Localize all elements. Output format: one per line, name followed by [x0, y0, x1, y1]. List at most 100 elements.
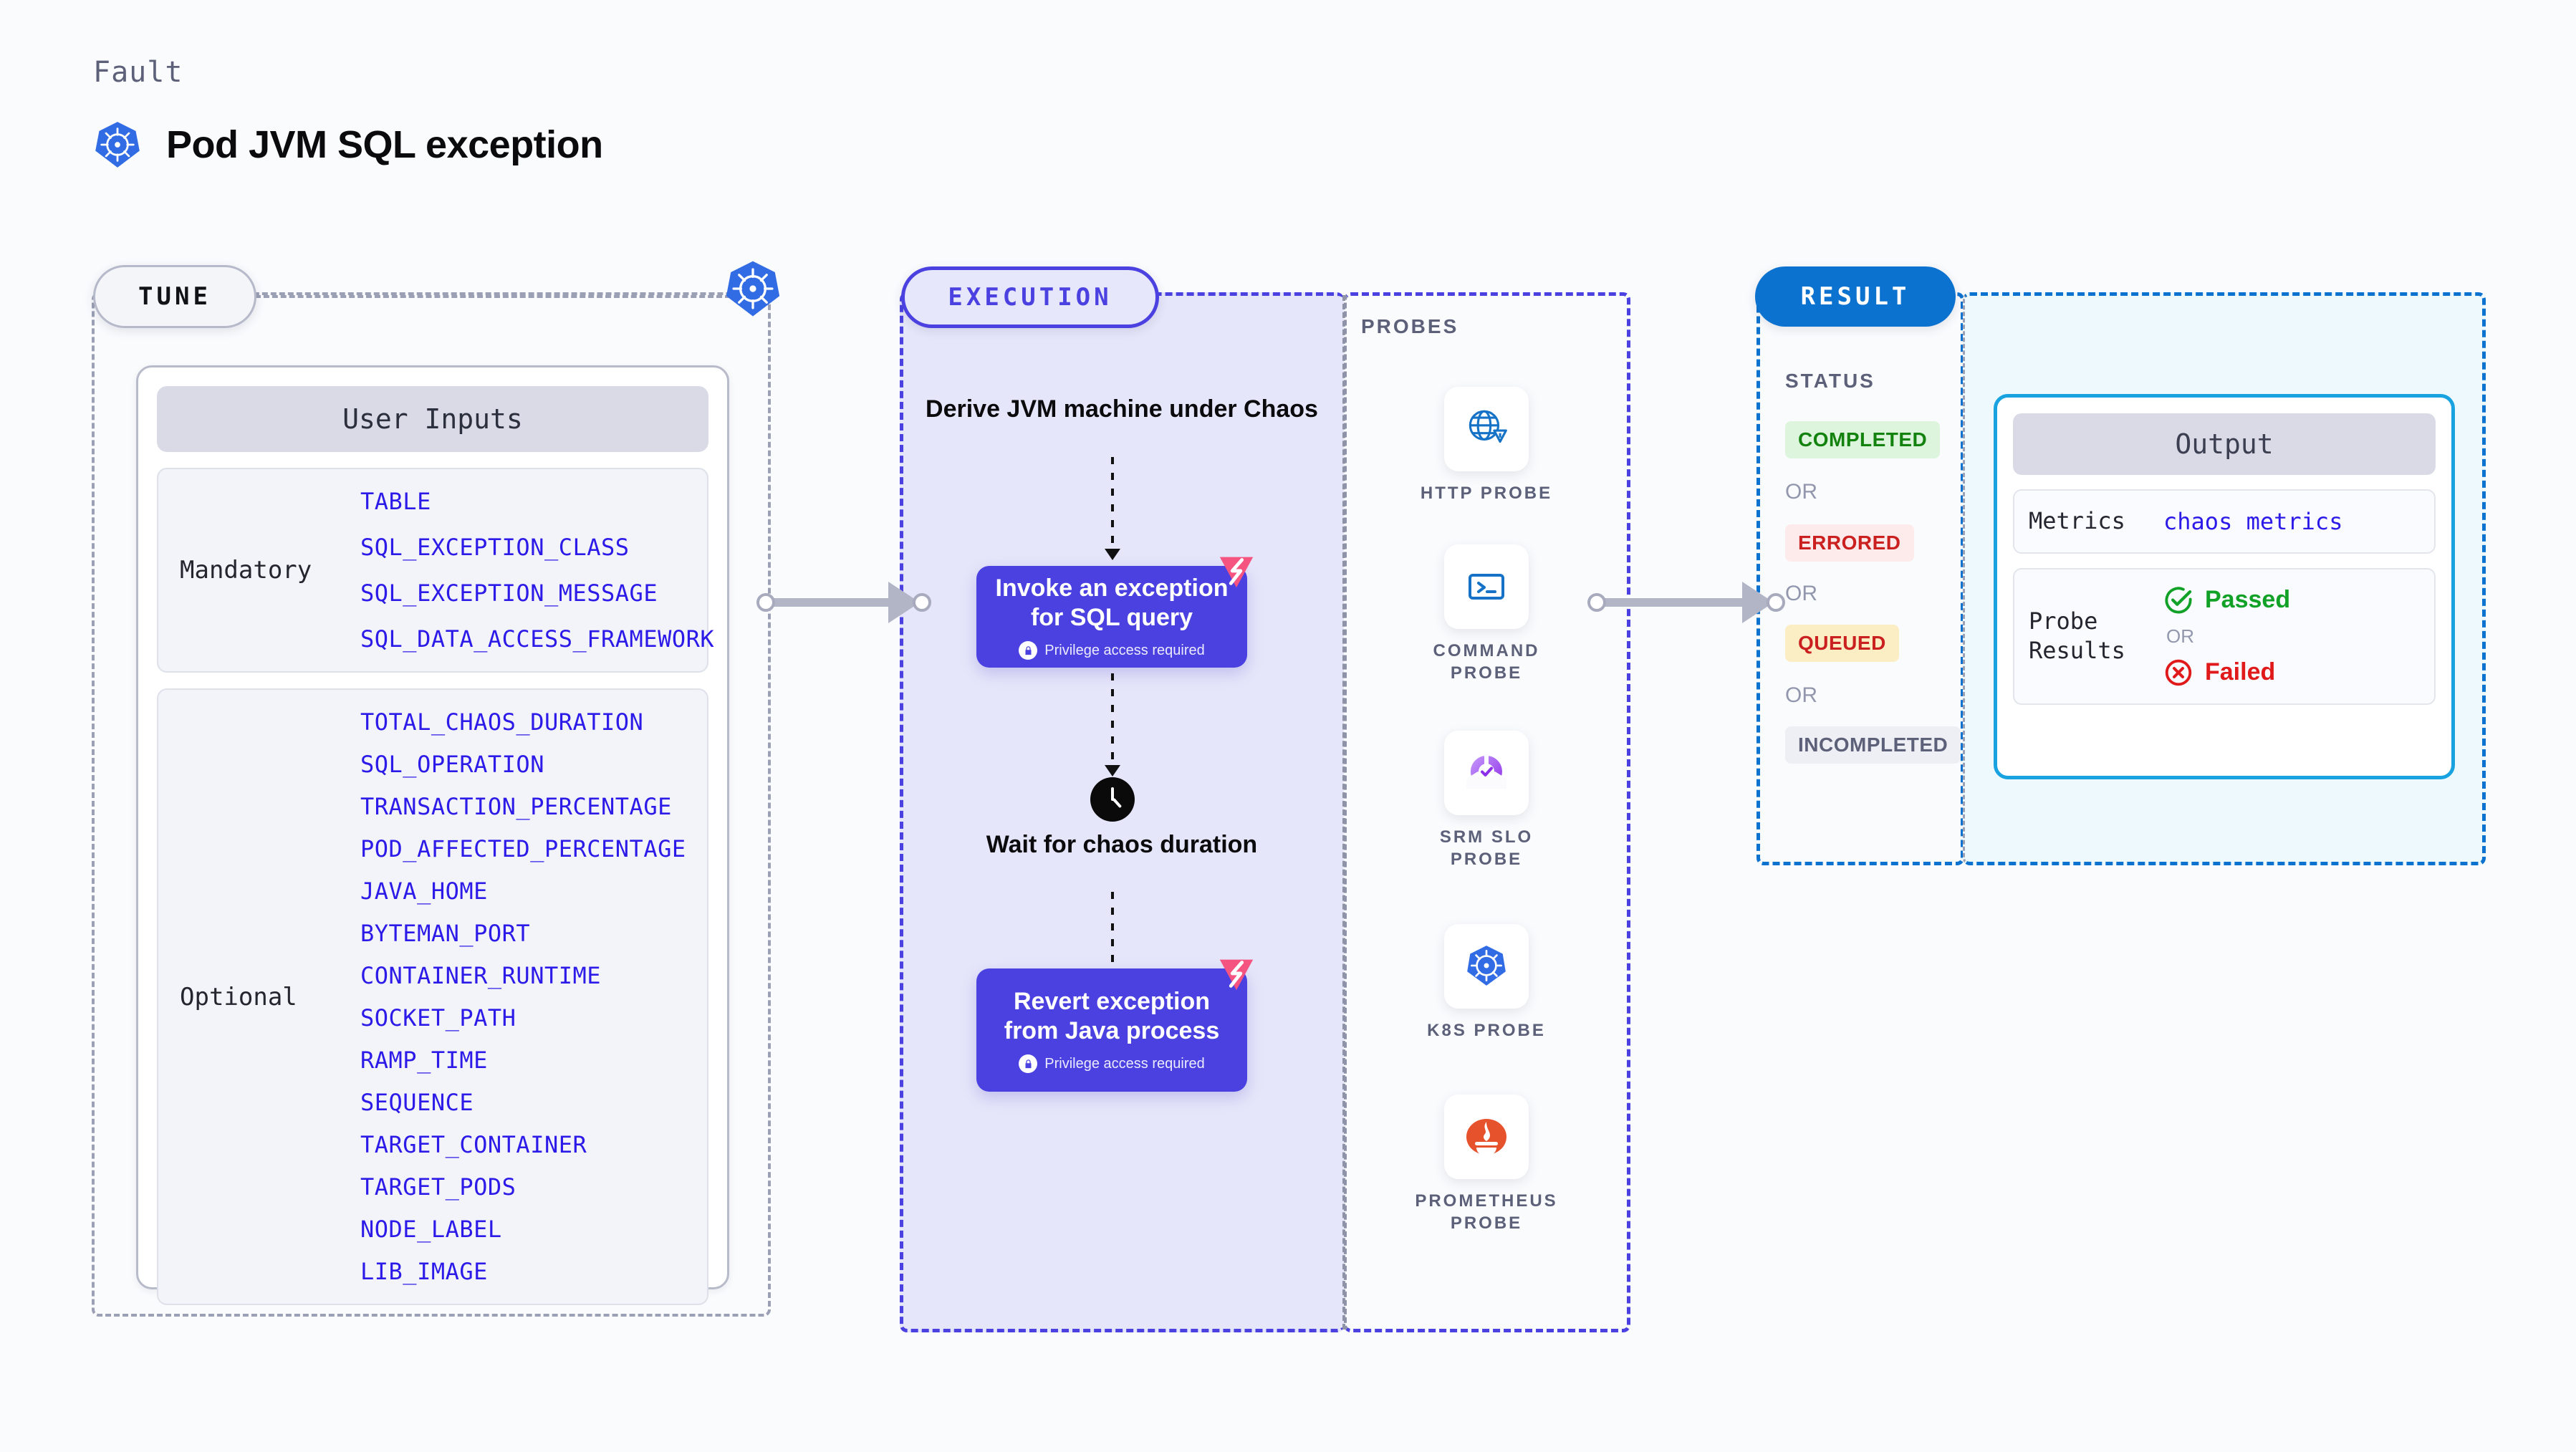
optional-param-group: Optional TOTAL_CHAOS_DURATION SQL_OPERAT…	[157, 688, 708, 1305]
mandatory-param-list: TABLE SQL_EXCEPTION_CLASS SQL_EXCEPTION_…	[360, 488, 714, 653]
connector-dot-right	[1767, 593, 1785, 612]
param-item[interactable]: SQL_EXCEPTION_MESSAGE	[360, 580, 658, 607]
probe-label: PROMETHEUS PROBE	[1415, 1191, 1558, 1233]
fault-title-row: Pod JVM SQL exception	[93, 120, 603, 169]
probe-result-passed: Passed	[2163, 585, 2290, 615]
param-item[interactable]: JAVA_HOME	[360, 878, 488, 905]
execution-step-revert-exception[interactable]: Revert exception from Java process Privi…	[976, 959, 1254, 1092]
privilege-note-text: Privilege access required	[1044, 642, 1205, 658]
probe-results-values: Passed OR Failed	[2163, 585, 2290, 688]
param-item[interactable]: SOCKET_PATH	[360, 1004, 516, 1032]
optional-param-list: TOTAL_CHAOS_DURATION SQL_OPERATION TRANS…	[360, 708, 686, 1285]
mandatory-param-group: Mandatory TABLE SQL_EXCEPTION_CLASS SQL_…	[157, 468, 714, 673]
execution-step-wait-chaos: Wait for chaos duration	[986, 831, 1258, 858]
flow-arrow-down	[1105, 457, 1120, 560]
step-title: Revert exception from Java process	[1004, 987, 1220, 1044]
probe-tile	[1444, 387, 1529, 471]
connector-dot-left	[1587, 593, 1606, 612]
probe-http[interactable]: HTTP PROBE	[1400, 387, 1572, 505]
failed-label: Failed	[2205, 658, 2276, 686]
result-section-badge[interactable]: RESULT	[1755, 266, 1956, 327]
param-item[interactable]: SQL_DATA_ACCESS_FRAMEWORK	[360, 625, 715, 653]
probe-label: COMMAND PROBE	[1433, 641, 1540, 683]
param-item[interactable]: NODE_LABEL	[360, 1216, 502, 1243]
execution-step-invoke-exception[interactable]: Invoke an exception for SQL query Privil…	[976, 557, 1254, 668]
step-title: Invoke an exception for SQL query	[995, 574, 1229, 631]
or-separator: OR	[1785, 683, 1817, 707]
kubernetes-icon	[726, 261, 780, 317]
probe-srm-slo[interactable]: SRM SLO PROBE	[1400, 731, 1572, 870]
param-item[interactable]: SEQUENCE	[360, 1089, 474, 1116]
connector-dot-right	[913, 593, 931, 612]
passed-label: Passed	[2205, 586, 2291, 614]
probe-tile	[1444, 1095, 1529, 1179]
status-badge-queued: QUEUED	[1785, 625, 1899, 662]
globe-warning-icon	[1469, 410, 1507, 443]
status-badge-incompleted: INCOMPLETED	[1785, 726, 1961, 764]
metrics-key-label: Metrics	[2029, 507, 2125, 534]
or-separator: OR	[1785, 480, 1817, 504]
clock-icon	[1090, 777, 1135, 822]
srm-slo-icon	[1466, 754, 1506, 789]
terminal-icon	[1469, 574, 1504, 600]
tune-section-badge[interactable]: TUNE	[93, 265, 256, 328]
output-card: Output Metrics chaos metrics Probe Resul…	[1994, 394, 2455, 779]
or-separator: OR	[2166, 625, 2194, 647]
status-badge-completed: COMPLETED	[1785, 421, 1941, 458]
output-row-probe-results: Probe Results Passed OR Failed	[2013, 567, 2436, 705]
probe-results-key-label: Probe Results	[2029, 607, 2125, 665]
probe-label: K8S PROBE	[1427, 1021, 1546, 1040]
lock-icon	[1019, 641, 1038, 660]
param-item[interactable]: TOTAL_CHAOS_DURATION	[360, 708, 644, 736]
param-item[interactable]: CONTAINER_RUNTIME	[360, 962, 602, 989]
param-item[interactable]: LIB_IMAGE	[360, 1258, 488, 1285]
tune-section-frame	[92, 292, 771, 1317]
lock-icon	[1019, 1054, 1038, 1074]
probes-left-divider	[1342, 295, 1345, 1330]
page-title: Pod JVM SQL exception	[166, 123, 603, 166]
probe-tile	[1444, 544, 1529, 629]
output-card-title: Output	[2013, 413, 2436, 475]
user-inputs-title: User Inputs	[157, 386, 708, 452]
privilege-note: Privilege access required	[1019, 1054, 1205, 1074]
param-item[interactable]: TABLE	[360, 488, 431, 515]
or-separator: OR	[1785, 582, 1817, 605]
tune-top-dashed-line	[255, 295, 731, 298]
kubernetes-icon	[95, 122, 140, 168]
user-inputs-card: User Inputs Mandatory TABLE SQL_EXCEPTIO…	[136, 365, 729, 1305]
param-item[interactable]: TARGET_CONTAINER	[360, 1131, 587, 1158]
connector-dot-left	[756, 593, 775, 612]
harness-logo-icon	[1219, 557, 1254, 588]
mandatory-group-label: Mandatory	[180, 556, 312, 585]
tune-to-execution-connector	[756, 582, 931, 623]
param-item[interactable]: TRANSACTION_PERCENTAGE	[360, 793, 672, 820]
param-item[interactable]: SQL_EXCEPTION_CLASS	[360, 534, 630, 561]
param-item[interactable]: SQL_OPERATION	[360, 751, 544, 778]
prometheus-icon	[1466, 1119, 1506, 1156]
output-row-metrics: Metrics chaos metrics	[2013, 489, 2436, 554]
execution-section-badge[interactable]: EXECUTION	[901, 266, 1159, 328]
metrics-value-link[interactable]: chaos metrics	[2163, 507, 2343, 535]
privilege-note: Privilege access required	[1019, 641, 1205, 660]
param-item[interactable]: RAMP_TIME	[360, 1047, 488, 1074]
probe-label: HTTP PROBE	[1420, 484, 1553, 503]
kubernetes-icon	[1467, 946, 1506, 986]
probe-k8s[interactable]: K8S PROBE	[1400, 924, 1572, 1042]
check-circle-icon	[2165, 586, 2192, 614]
param-item[interactable]: BYTEMAN_PORT	[360, 920, 531, 947]
probes-to-result-connector	[1587, 582, 1785, 623]
connector-bar	[1604, 598, 1744, 607]
status-badge-errored: ERRORED	[1785, 524, 1914, 562]
probe-result-failed: Failed	[2163, 658, 2290, 688]
optional-group-label: Optional	[180, 982, 297, 1011]
param-item[interactable]: POD_AFFECTED_PERCENTAGE	[360, 835, 686, 862]
probe-prometheus[interactable]: PROMETHEUS PROBE	[1400, 1095, 1572, 1234]
privilege-note-text: Privilege access required	[1044, 1055, 1205, 1072]
probe-command[interactable]: COMMAND PROBE	[1400, 544, 1572, 684]
param-item[interactable]: TARGET_PODS	[360, 1173, 516, 1201]
probe-label: SRM SLO PROBE	[1439, 827, 1534, 869]
probes-title: PROBES	[1361, 315, 1459, 337]
probe-tile	[1444, 731, 1529, 815]
fault-eyebrow-label: Fault	[93, 56, 183, 89]
x-circle-icon	[2165, 659, 2192, 686]
